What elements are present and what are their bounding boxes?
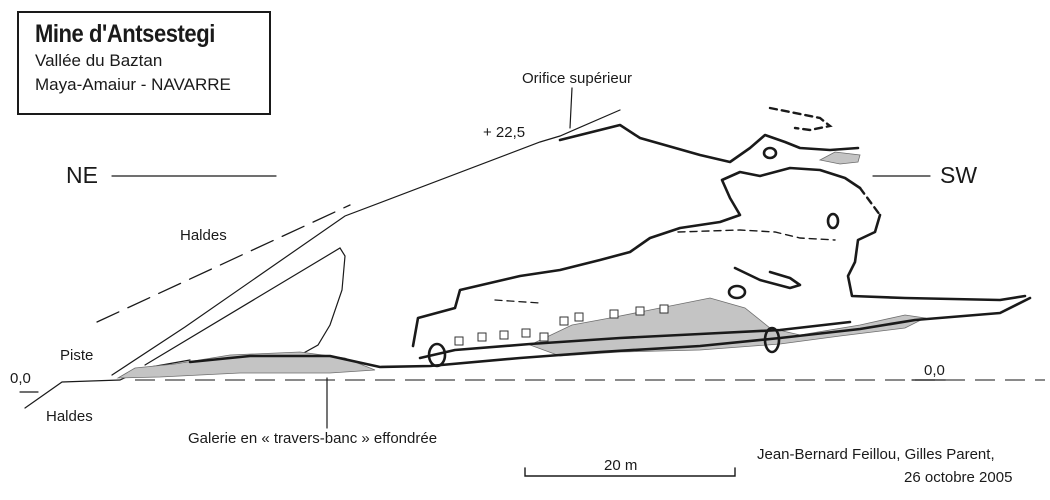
upper-dashed-passage [768,106,833,132]
ring-lower [727,284,747,300]
block [574,312,584,322]
label-galerie-effondree: Galerie en « travers-banc » effondrée [188,430,438,447]
small-dashed-mark [494,299,541,304]
scale-bar [524,467,736,477]
block [477,332,487,342]
upper-passage-wall [558,123,860,164]
haldes-upper-slope [144,247,346,366]
block [499,330,509,340]
label-datum-left: 0,0 [10,370,31,387]
block [521,328,531,338]
label-elevation-top: + 22,5 [483,124,526,141]
mid-dashed-passage [677,229,836,241]
ring-upper [762,146,778,160]
subtitle-region: Maya-Amaiur - NAVARRE [35,75,231,94]
block [609,309,619,319]
label-scale: 20 m [604,457,638,474]
gallery-inner-wall [418,320,852,360]
cave-ceiling-wall [411,166,862,348]
label-authors: Jean-Bernard Feillou, Gilles Parent, [757,446,995,463]
label-piste: Piste [60,347,94,364]
ring-mid [826,212,840,230]
upper-chamber-fill [818,151,861,165]
block [539,332,549,342]
east-wall [846,213,1027,302]
label-datum-right: 0,0 [924,362,945,379]
label-direction-ne: NE [66,162,98,188]
gallery-tube-end-left [427,342,447,368]
subtitle-valley: Vallée du Baztan [35,51,163,70]
gallery-floor-fill [528,297,927,357]
gallery-floor-wall [188,296,1032,369]
block [659,304,669,314]
title-box: Mine d'Antsestegi Vallée du Baztan Maya-… [17,11,271,115]
block [454,336,464,346]
gallery-tube-end-right [763,326,781,354]
ceiling-dashed-segment [858,186,882,217]
label-direction-sw: SW [940,162,978,188]
block [559,316,569,326]
label-haldes-lower: Haldes [46,408,93,425]
map-title: Mine d'Antsestegi [35,20,215,48]
label-date: 26 octobre 2005 [904,469,1013,486]
side-chamber-wall [733,266,802,290]
haldes-upper-dashed-line [96,204,351,323]
label-orifice-superieur: Orifice supérieur [522,70,633,87]
label-haldes-upper: Haldes [180,227,227,244]
orifice-pointer [569,87,573,129]
block [635,306,645,316]
hillside-profile [111,109,621,376]
